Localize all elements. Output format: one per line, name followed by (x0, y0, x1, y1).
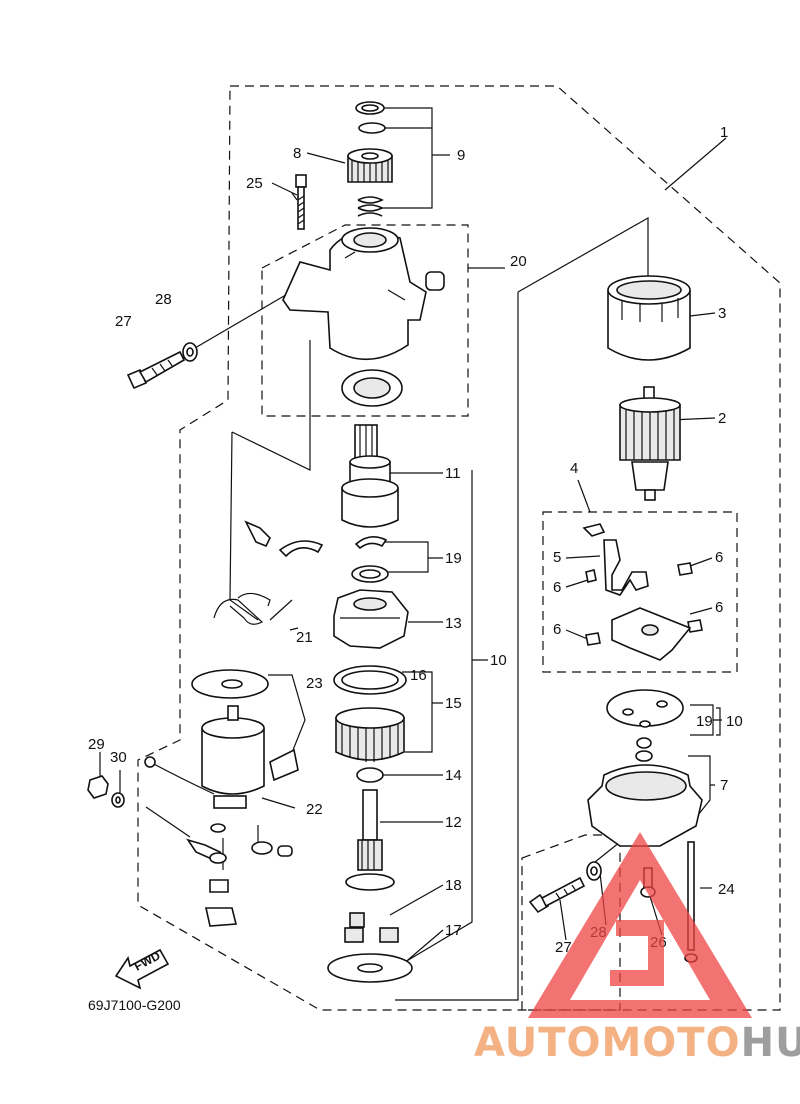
leader-lines (99, 107, 727, 1001)
armature-2 (619, 386, 681, 501)
rear-cover-7 (587, 689, 703, 847)
clips-19 (351, 536, 389, 583)
callout-29: 29 (88, 736, 105, 753)
boundary-brush-holder-4 (542, 511, 738, 673)
ring-gear-15-16 (333, 665, 407, 762)
callout-6-a: 6 (715, 549, 723, 566)
washer-23 (191, 669, 299, 782)
watermark-logo (528, 832, 752, 1018)
assembly-boundaries (137, 85, 781, 1011)
callout-2: 2 (718, 410, 726, 427)
gear-cover-13 (333, 589, 409, 649)
boundary-subassembly-20 (261, 224, 469, 417)
callout-8: 8 (293, 145, 301, 162)
callout-30: 30 (110, 749, 127, 766)
watermark-inner-mark (610, 920, 664, 986)
nut-29-washer-30 (87, 775, 125, 808)
callout-11: 11 (445, 465, 461, 482)
callout-19-a: 19 (445, 550, 462, 567)
callout-7: 7 (720, 777, 728, 794)
watermark-part-2: HUB (741, 1020, 800, 1066)
callout-18: 18 (445, 877, 462, 894)
callout-6-c: 6 (715, 599, 723, 616)
callout-3: 3 (718, 305, 726, 322)
diagram-code: 69J7100-G200 (88, 997, 181, 1013)
callout-10-a: 10 (490, 652, 507, 669)
watermark-part-1: AUTOMOTO (474, 1020, 741, 1066)
callout-10-b: 10 (726, 713, 743, 730)
callout-9: 9 (457, 147, 465, 164)
plate-17 (327, 953, 413, 983)
planet-gears-18 (344, 912, 399, 943)
solenoid-22 (144, 705, 265, 809)
pinion-stack (347, 101, 393, 217)
callout-28-a: 28 (155, 291, 172, 308)
callout-22: 22 (306, 801, 323, 818)
callout-16: 16 (410, 667, 427, 684)
shaft-12 (345, 789, 395, 891)
boundary-outer (137, 85, 781, 1011)
callout-6-b: 6 (553, 579, 561, 596)
watermark-triangle (528, 832, 752, 1018)
callout-4: 4 (570, 460, 578, 477)
clips-21 (213, 520, 324, 625)
bearing-14 (356, 767, 384, 783)
callout-1: 1 (720, 124, 728, 141)
starter-parts (87, 101, 703, 983)
fwd-arrow: FWD (114, 948, 170, 990)
callout-20: 20 (510, 253, 527, 270)
drive-housing-11 (341, 424, 399, 528)
bolt-27-upper (126, 342, 198, 390)
callout-25: 25 (246, 175, 263, 192)
callout-21: 21 (296, 629, 313, 646)
bracket-19-10 (716, 707, 721, 736)
callout-5: 5 (553, 549, 561, 566)
callout-14: 14 (445, 767, 462, 784)
watermark-text: AUTOMOTOHUB (474, 1020, 800, 1066)
callout-6-d: 6 (553, 621, 561, 638)
callout-12: 12 (445, 814, 462, 831)
yoke-3 (607, 275, 691, 361)
bolt-25 (295, 174, 307, 230)
callout-17: 17 (445, 922, 462, 939)
callout-13: 13 (445, 615, 462, 632)
front-bracket-housing (282, 227, 445, 407)
callout-24: 24 (718, 881, 735, 898)
callout-23: 23 (306, 675, 323, 692)
callout-15: 15 (445, 695, 462, 712)
callout-19-b: 19 (696, 713, 713, 730)
callout-27-a: 27 (115, 313, 132, 330)
terminal-parts (186, 823, 293, 927)
brush-holder-4 (582, 523, 703, 661)
callout-27-b: 27 (555, 939, 572, 956)
